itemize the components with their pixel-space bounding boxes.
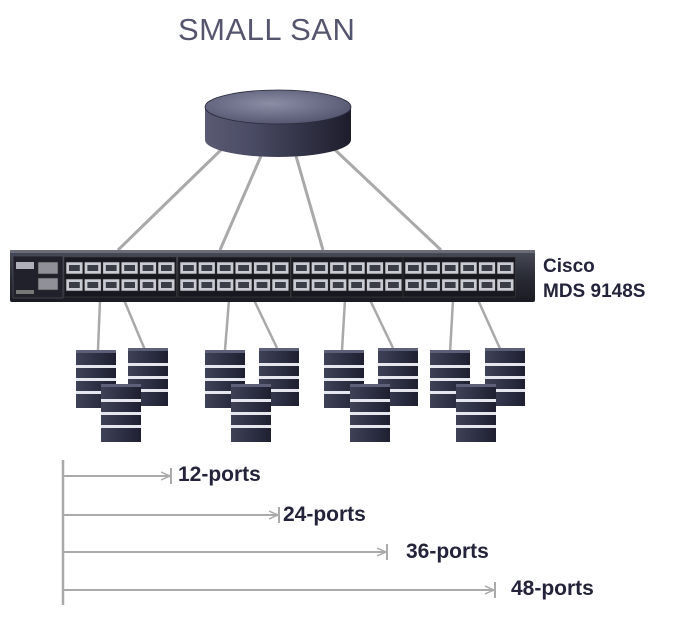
fc-port-socket	[256, 282, 268, 288]
fc-port-socket	[183, 265, 194, 271]
port-label-24: 24-ports	[283, 503, 366, 526]
mgmt-port	[37, 261, 59, 275]
fc-port-socket	[388, 282, 399, 288]
fc-port-socket	[87, 265, 99, 271]
diagram-title: SMALL SAN	[178, 12, 356, 47]
fc-port-socket	[500, 282, 511, 288]
fc-port-socket	[426, 265, 438, 271]
fc-port-socket	[105, 265, 117, 271]
switch-vendor: Cisco	[543, 256, 595, 277]
fc-port-socket	[332, 265, 344, 271]
switch-label: Cisco MDS 9148S	[543, 254, 645, 304]
server-links	[96, 299, 504, 354]
fc-port-socket	[256, 265, 268, 271]
console-port	[37, 277, 59, 291]
server-icon	[76, 350, 116, 408]
fc-port-socket	[481, 265, 493, 271]
fc-port-socket	[500, 265, 511, 271]
fc-port-socket	[161, 265, 172, 271]
fc-port-socket	[351, 282, 362, 288]
fc-port-groups	[63, 256, 516, 298]
port-group	[402, 256, 516, 298]
server-icon	[231, 384, 271, 442]
port-label-12: 12-ports	[178, 463, 261, 486]
fc-port-socket	[124, 265, 135, 271]
fc-port-socket	[314, 282, 326, 288]
server-icon	[456, 384, 496, 442]
port-scale	[61, 460, 496, 605]
switch-model: MDS 9148S	[543, 281, 646, 302]
fc-port-socket	[408, 282, 419, 288]
fc-port-socket	[444, 282, 456, 288]
fc-port-socket	[219, 282, 231, 288]
fc-port-socket	[219, 265, 231, 271]
fc-port-socket	[408, 265, 419, 271]
mgmt-ports	[16, 261, 59, 294]
status-led-panel	[16, 262, 34, 269]
storage-cylinder-icon	[204, 89, 352, 157]
fc-port-socket	[69, 265, 80, 271]
fc-port-socket	[388, 265, 399, 271]
fc-port-socket	[238, 265, 249, 271]
port-group	[63, 256, 177, 298]
fc-port-socket	[142, 265, 154, 271]
port-group	[177, 256, 291, 298]
fc-port-socket	[201, 265, 213, 271]
fc-port-socket	[426, 282, 438, 288]
fc-port-socket	[463, 265, 474, 271]
fc-port-socket	[463, 282, 474, 288]
fc-port-socket	[183, 282, 194, 288]
storage-uplinks	[116, 144, 443, 252]
fc-port-socket	[296, 282, 307, 288]
server-icon	[350, 384, 390, 442]
fc-port-socket	[161, 282, 172, 288]
fc-port-socket	[369, 282, 381, 288]
fc-port-socket	[87, 282, 99, 288]
port-group	[290, 256, 404, 298]
fc-port-socket	[69, 282, 80, 288]
usb-port	[16, 290, 34, 294]
port-label-48: 48-ports	[511, 577, 594, 600]
fc-port-socket	[275, 282, 286, 288]
port-label-36: 36-ports	[406, 540, 489, 563]
fc-switch-icon	[10, 250, 535, 302]
fc-port-socket	[332, 282, 344, 288]
fc-port-socket	[238, 282, 249, 288]
fc-port-socket	[369, 265, 381, 271]
fc-port-socket	[142, 282, 154, 288]
servers	[76, 348, 525, 442]
fc-port-socket	[275, 265, 286, 271]
fc-port-socket	[124, 282, 135, 288]
fc-port-socket	[201, 282, 213, 288]
fc-port-socket	[351, 265, 362, 271]
fc-port-socket	[296, 265, 307, 271]
fc-port-socket	[444, 265, 456, 271]
server-icon	[101, 384, 141, 442]
fc-port-socket	[105, 282, 117, 288]
fc-port-socket	[481, 282, 493, 288]
fc-port-socket	[314, 265, 326, 271]
